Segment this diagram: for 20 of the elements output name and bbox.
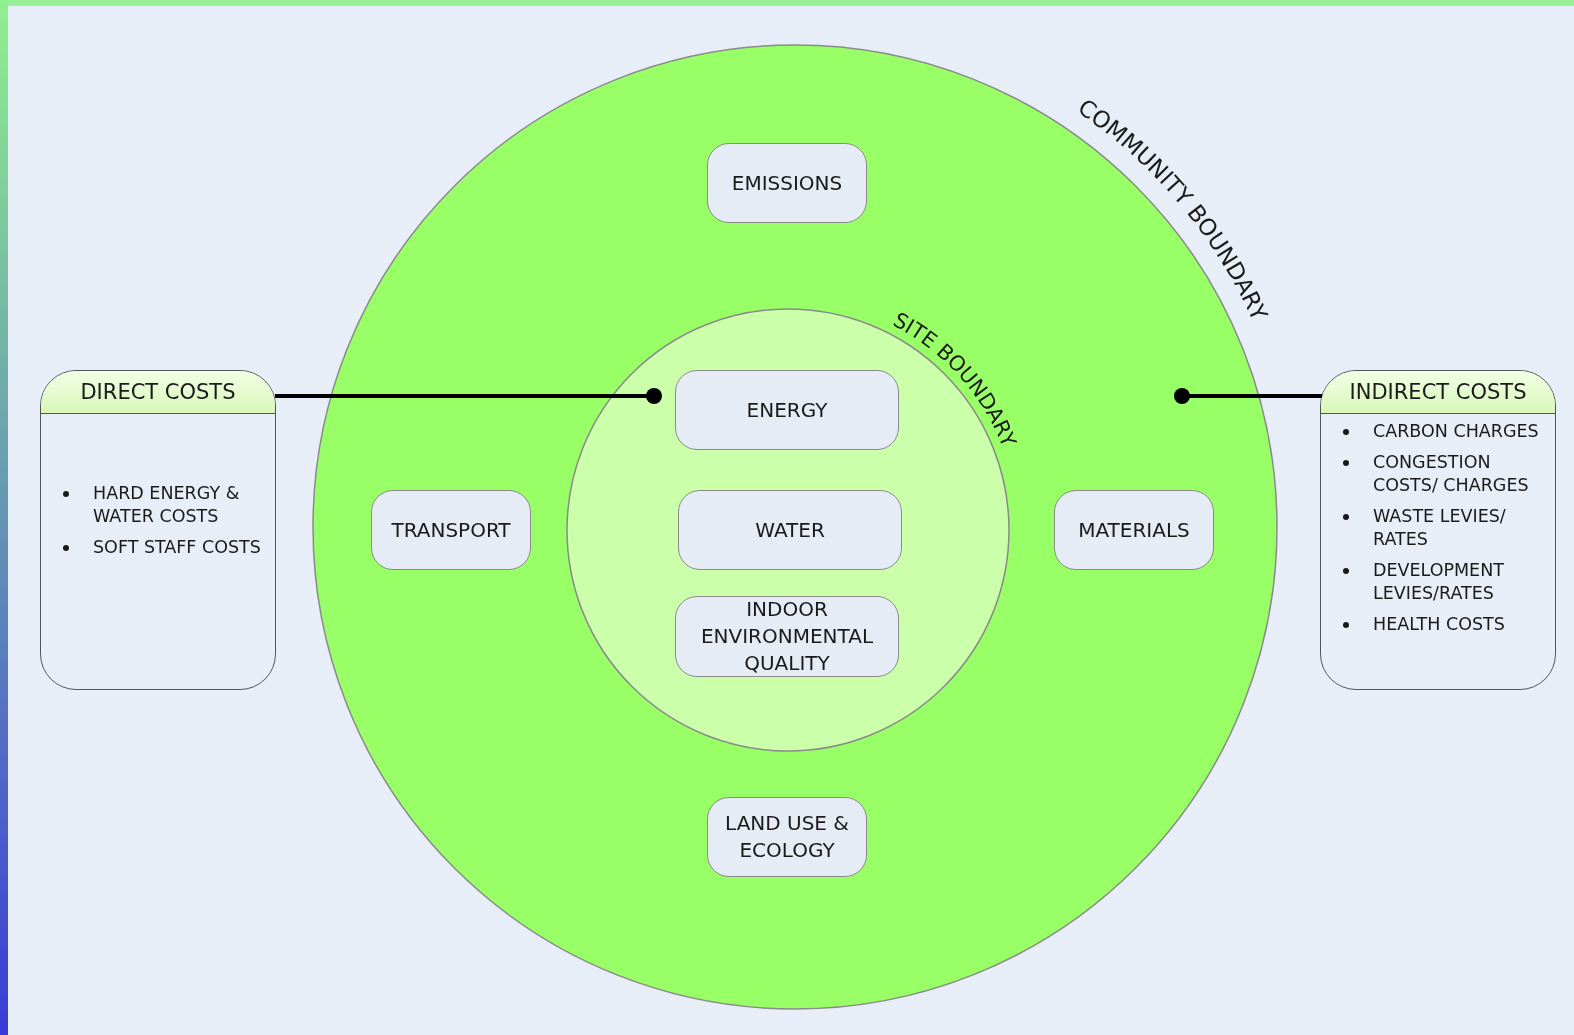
bullet-text: HARD ENERGY & WATER COSTS (93, 483, 240, 526)
bullet-text: SOFT STAFF COSTS (93, 537, 261, 557)
category-box: EMISSIONS (707, 143, 867, 223)
bullet-text: CARBON CHARGES (1373, 421, 1539, 441)
bullet-text: DEVELOPMENT LEVIES/RATES (1373, 560, 1504, 603)
category-box: MATERIALS (1054, 490, 1214, 570)
category-box: ENERGY (675, 370, 899, 450)
panel-heading: DIRECT COSTS (41, 371, 275, 414)
category-box: WATER (678, 490, 902, 570)
bullet-text: WASTE LEVIES/ RATES (1373, 506, 1506, 549)
connector-line (1174, 388, 1322, 404)
cost-panel (40, 370, 276, 690)
category-box: TRANSPORT (371, 490, 531, 570)
bullet-text: CONGESTION COSTS/ CHARGES (1373, 452, 1529, 495)
connector-line (275, 388, 662, 404)
category-box: INDOOR ENVIRONMENTAL QUALITY (675, 596, 899, 677)
category-box: LAND USE & ECOLOGY (707, 797, 867, 877)
panel-heading: INDIRECT COSTS (1321, 371, 1555, 414)
cost-panel (1320, 370, 1556, 690)
bullet-text: HEALTH COSTS (1373, 614, 1505, 634)
